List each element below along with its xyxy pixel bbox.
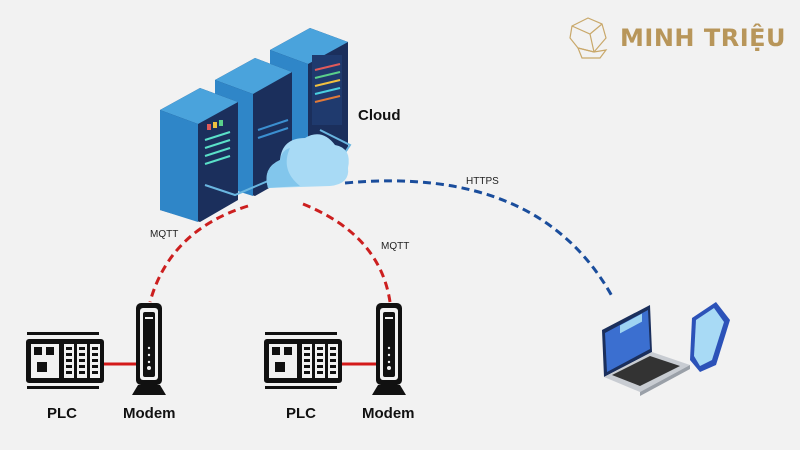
mqtt-label-1: MQTT <box>150 229 179 240</box>
server-cloud-link <box>204 177 276 197</box>
mqtt-link-2 <box>302 202 392 303</box>
modem-icon <box>372 303 406 395</box>
plc-label-1: PLC <box>47 405 77 422</box>
logo-gem-icon <box>569 17 608 59</box>
plc-icon <box>264 332 342 389</box>
plc-icon <box>26 332 104 389</box>
modem-label-1: Modem <box>123 405 176 422</box>
modem-label-2: Modem <box>362 405 415 422</box>
mqtt-link-1 <box>148 204 249 303</box>
https-label: HTTPS <box>466 176 499 187</box>
laptop-icon <box>602 305 690 396</box>
plc-label-2: PLC <box>286 405 316 422</box>
brand-name: MINH TRIỆU <box>620 24 787 52</box>
https-link <box>344 179 615 299</box>
mqtt-label-2: MQTT <box>381 241 410 252</box>
tablet-icon <box>690 302 730 372</box>
modem-icon <box>132 303 166 395</box>
server-rack-icon <box>160 28 348 222</box>
cloud-icon <box>266 134 349 188</box>
cloud-label: Cloud <box>358 107 401 124</box>
